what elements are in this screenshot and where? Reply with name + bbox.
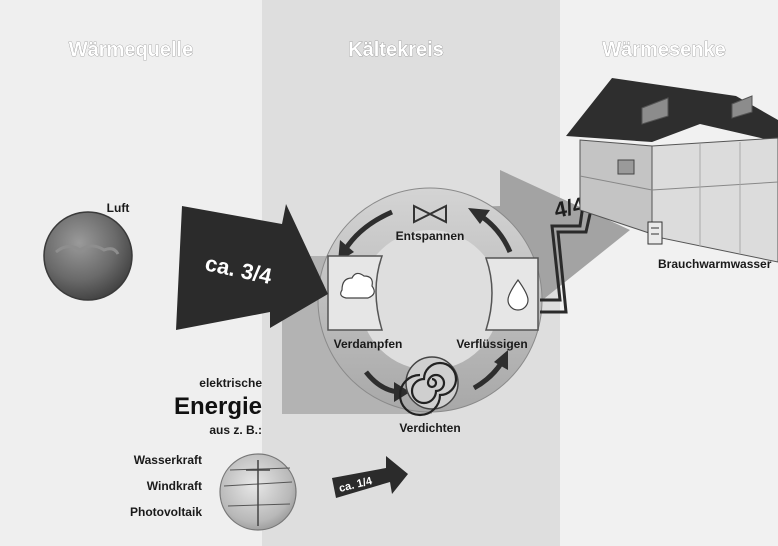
- header-sink: Wärmesenke: [602, 39, 725, 61]
- air-cloud-streak: [55, 244, 120, 255]
- energy-source-solar: Photovoltaik: [130, 505, 202, 519]
- cycle-arrowhead-bottom-left: [394, 382, 410, 402]
- cycle-arrowhead-right: [468, 208, 490, 224]
- cycle-arrow-left: [342, 209, 394, 252]
- house-roof: [566, 78, 778, 142]
- condenser-panel: [484, 257, 539, 331]
- hot-water-tank-icon: [647, 221, 663, 245]
- label-condense: Verflüssigen: [456, 337, 527, 351]
- evaporator-panel: [327, 255, 384, 331]
- cycle-arrowhead-bottom-right: [494, 350, 508, 370]
- label-compress: Verdichten: [399, 421, 460, 435]
- energy-share-arrow: [332, 456, 408, 498]
- energy-source-hydro: Wasserkraft: [134, 453, 202, 467]
- expansion-valve-icon: [413, 204, 447, 224]
- label-hot-water: Brauchwarmwasser: [658, 257, 772, 271]
- droplet-icon: [507, 278, 529, 311]
- label-air: Luft: [107, 201, 130, 215]
- label-evaporate: Verdampfen: [334, 337, 403, 351]
- cycle-ring-center: [360, 230, 500, 370]
- energy-line2: Energie: [174, 393, 262, 420]
- heat-pump-unit: [617, 159, 635, 175]
- house-icon: [566, 78, 778, 263]
- sink-column: [560, 0, 778, 546]
- label-expand: Entspannen: [396, 229, 465, 243]
- header-cycle: Kältekreis: [348, 39, 444, 61]
- energy-line3: aus z. B.:: [209, 423, 262, 437]
- header-source: Wärmequelle: [69, 39, 193, 61]
- cloud-icon: [340, 272, 375, 299]
- energy-line1: elektrische: [199, 376, 262, 390]
- energy-source-wind: Windkraft: [147, 479, 202, 493]
- power-line-globe-icon: [219, 453, 297, 531]
- air-share-arrow: [176, 204, 328, 330]
- compressor-spiral-icon: [398, 356, 459, 417]
- roof-window-left: [641, 97, 669, 125]
- house-front-wall: [651, 137, 778, 263]
- roof-window-right: [731, 95, 753, 119]
- air-globe-icon: [43, 211, 133, 301]
